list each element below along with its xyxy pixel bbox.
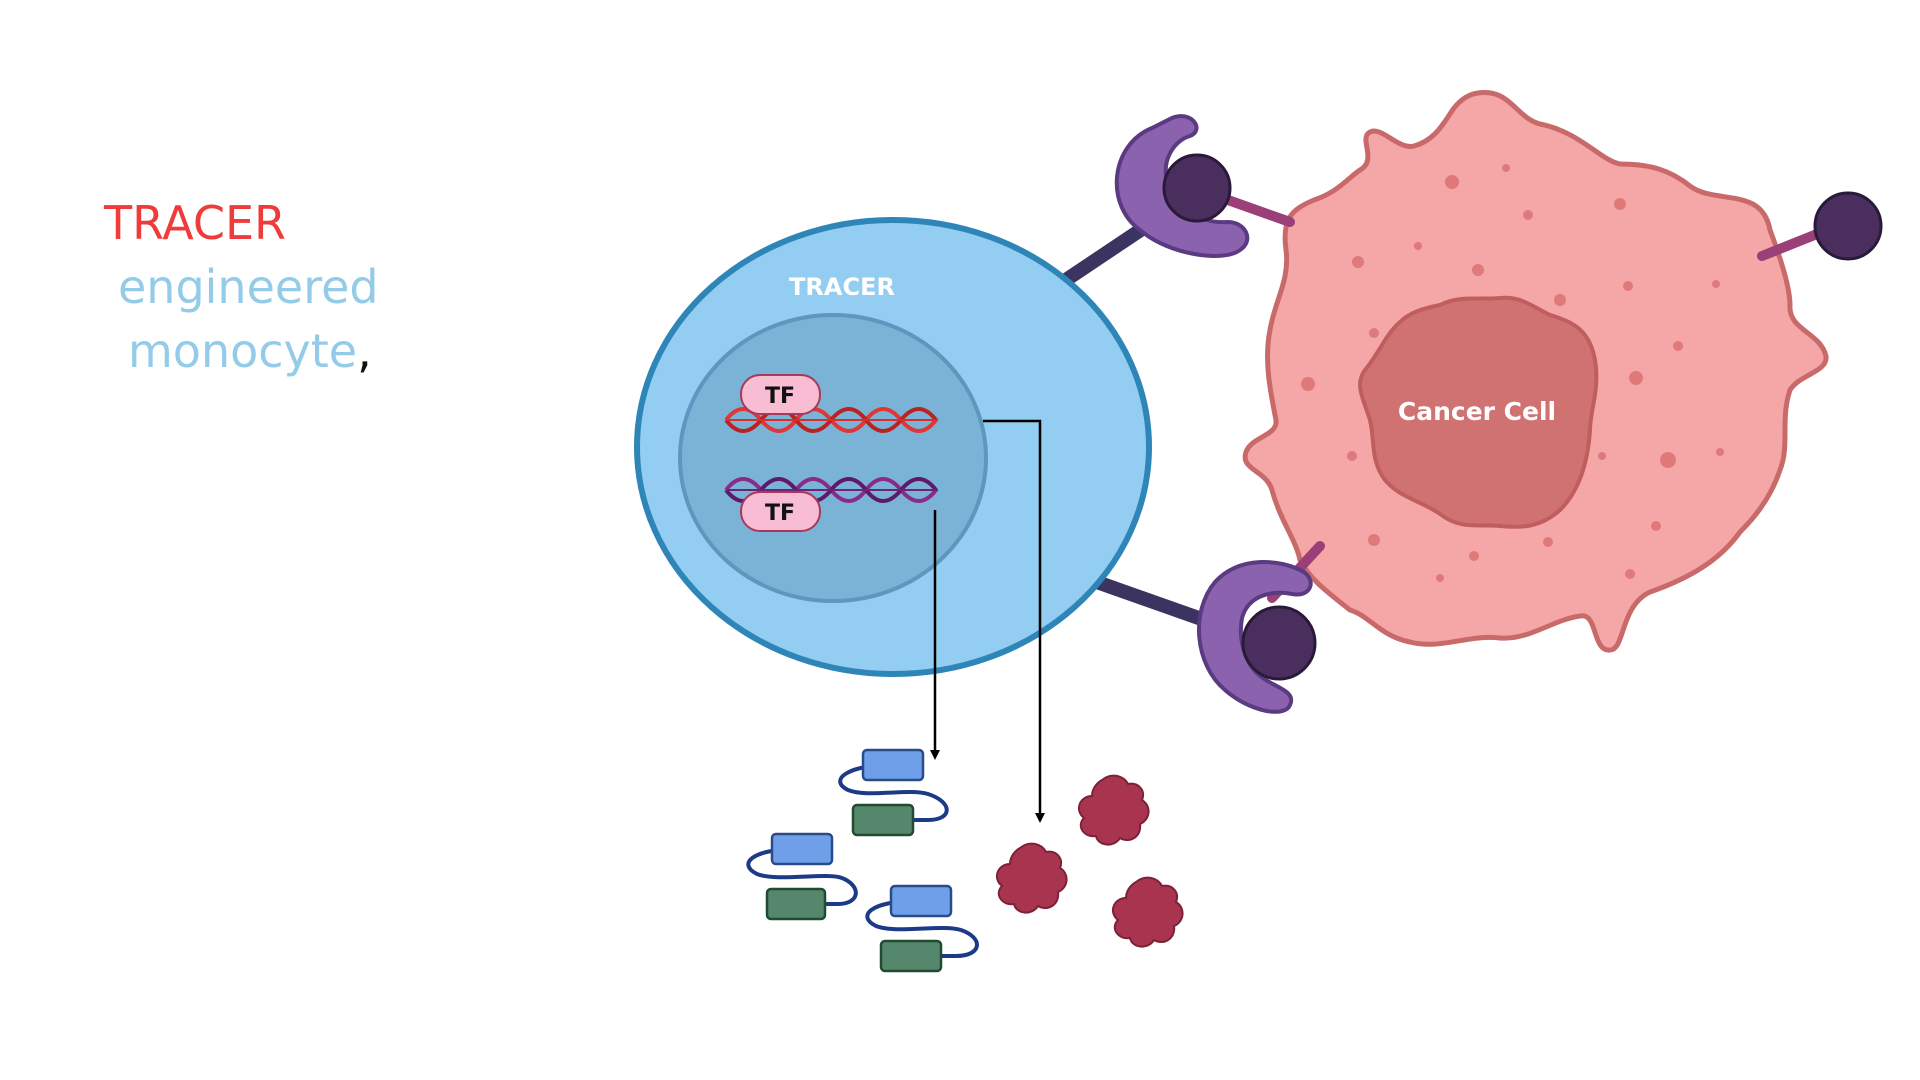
receptor-claw-top (1114, 114, 1250, 258)
tf-label-top: TF (765, 384, 795, 409)
caption-comma: , (357, 324, 372, 378)
construct-1 (838, 748, 949, 837)
antigen-stalk-right (1757, 227, 1827, 261)
antigen-head-top (1162, 153, 1232, 223)
arrow-to-payload (983, 419, 1045, 823)
payload-blob-2 (995, 842, 1068, 914)
antigen-stalk-top (1223, 195, 1295, 227)
tracer-nucleus (678, 313, 988, 603)
receptor-claw-bottom (1197, 560, 1313, 714)
tf-badge-bottom: TF (740, 491, 821, 532)
cancer-cell-granules (1301, 164, 1724, 582)
antigen-heads (1162, 153, 1883, 681)
caption-monocyte-line: monocyte, (128, 328, 372, 374)
caption-tracer: TRACER (104, 196, 287, 250)
construct-3 (865, 884, 979, 973)
caption-monocyte: monocyte (128, 324, 358, 378)
payload-blob-1 (1077, 774, 1150, 846)
antigen-head-bottom (1241, 605, 1317, 681)
antigen-head-right (1813, 191, 1883, 261)
tracer-cell-label: TRACER (789, 273, 895, 301)
dna-strand-red (724, 407, 938, 433)
tf-badge-top: TF (740, 374, 821, 415)
receptor-constructs (746, 748, 979, 973)
caption-engineered: engineered (118, 260, 379, 314)
cancer-cell-nucleus (1358, 295, 1599, 529)
payload-blob-3 (1111, 876, 1184, 948)
cancer-cell-label: Cancer Cell (1398, 397, 1556, 426)
construct-2 (746, 832, 858, 921)
tf-label-bottom: TF (765, 501, 795, 526)
payload-proteins (995, 774, 1184, 948)
dna-strand-purple (724, 477, 938, 503)
expression-arrows (930, 419, 1045, 823)
